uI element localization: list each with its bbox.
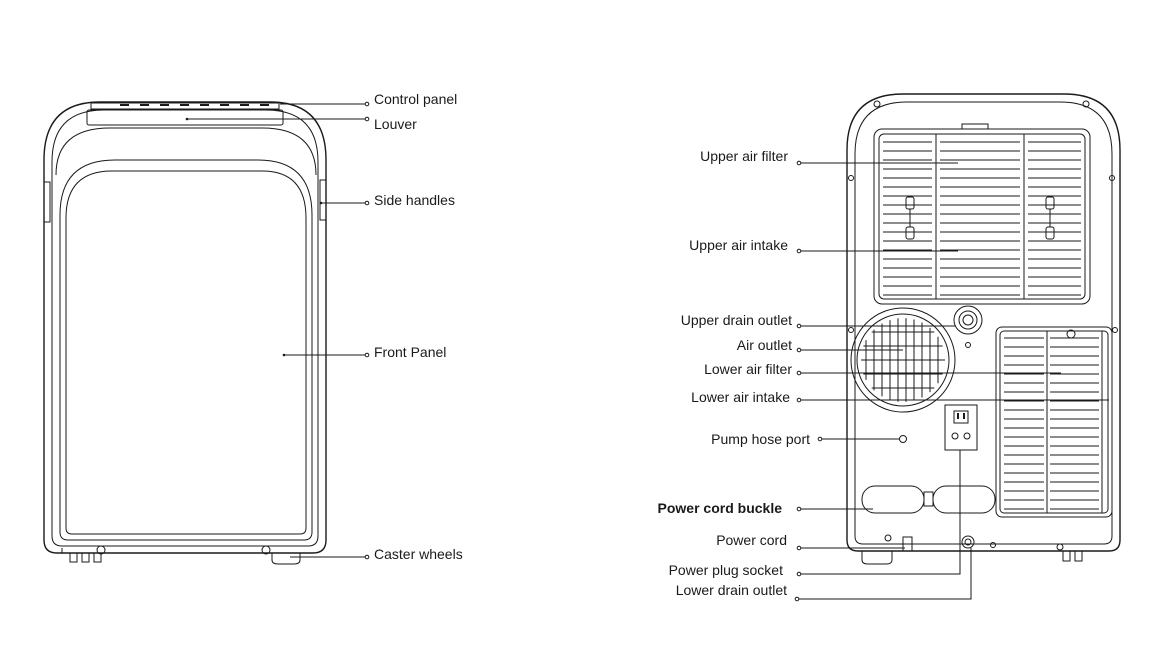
control-panel-buttons [120,104,269,106]
label-louver: Louver [374,116,417,132]
lower-grille-slats [1004,337,1099,510]
label-upper-air-filter: Upper air filter [700,148,788,164]
label-upper-drain-outlet: Upper drain outlet [681,312,792,328]
front-leaders [185,101,370,560]
label-power-cord-buckle: Power cord buckle [658,500,783,516]
label-power-cord: Power cord [716,532,787,548]
label-power-plug-socket: Power plug socket [669,562,784,578]
label-lower-drain-outlet: Lower drain outlet [676,582,787,598]
air-outlet-grille [861,318,945,402]
label-pump-hose-port: Pump hose port [711,431,810,447]
label-air-outlet: Air outlet [737,337,792,353]
label-lower-air-intake: Lower air intake [691,389,790,405]
rear-leaders [794,160,1109,602]
label-upper-air-intake: Upper air intake [689,237,788,253]
upper-grille-slats [883,141,1081,296]
label-control-panel: Control panel [374,91,457,107]
label-side-handles: Side handles [374,192,455,208]
front-view-unit [43,101,327,565]
label-front-panel: Front Panel [374,344,446,360]
rear-view-unit [846,93,1121,565]
label-lower-air-filter: Lower air filter [704,361,792,377]
label-caster-wheels: Caster wheels [374,546,463,562]
